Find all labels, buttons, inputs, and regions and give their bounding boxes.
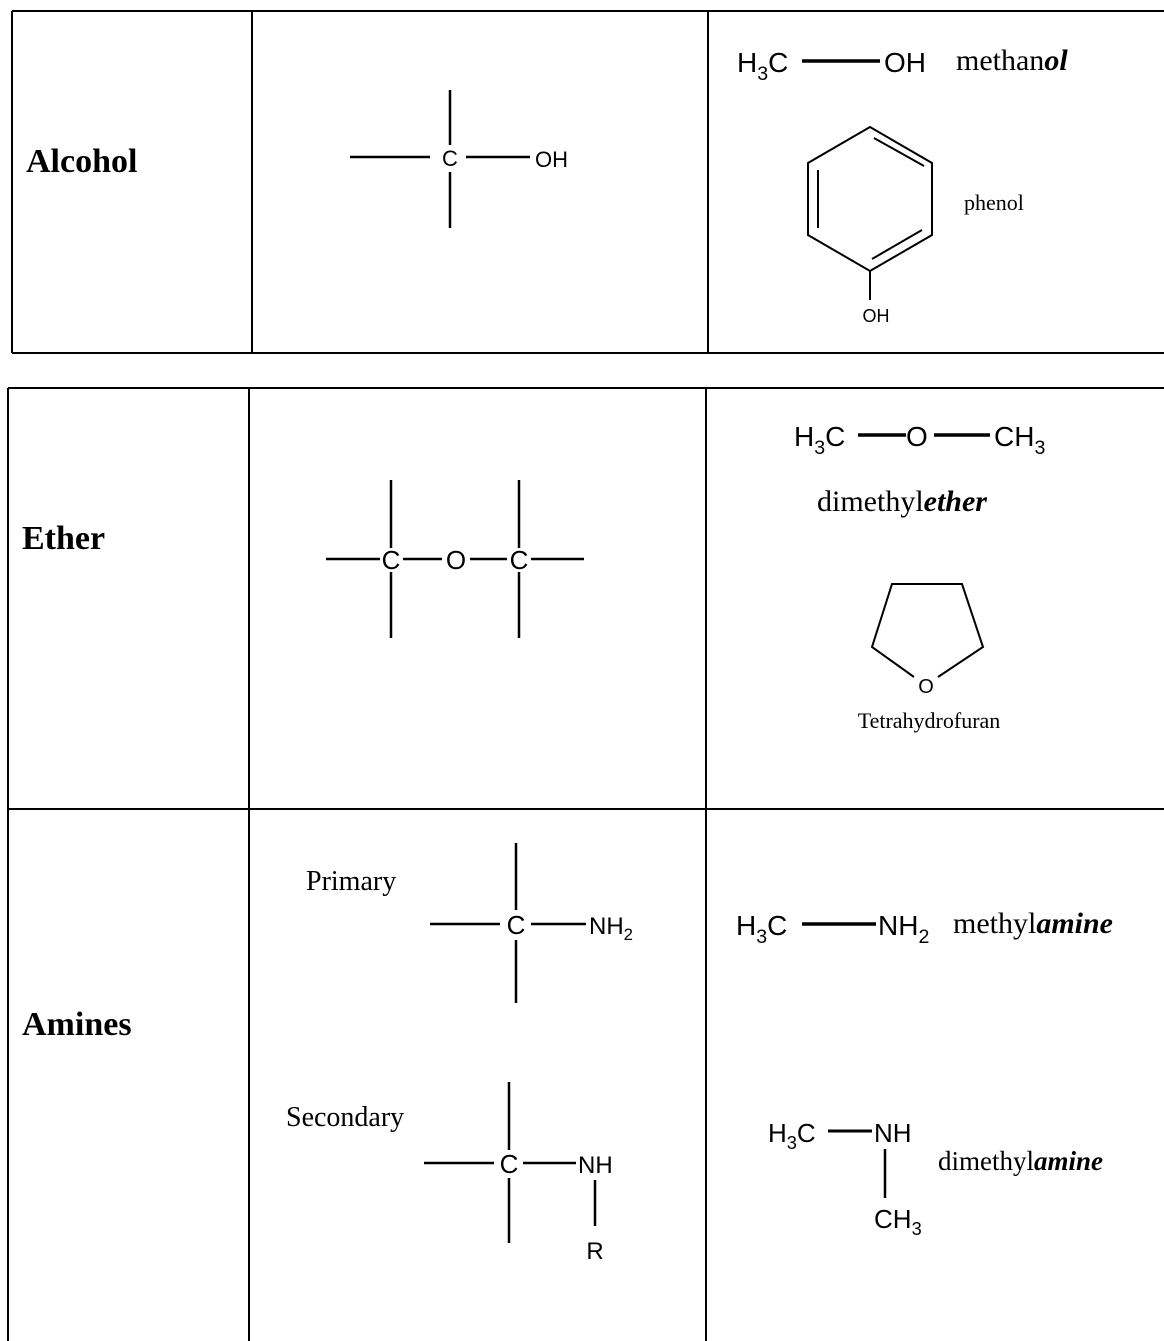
formula-nh: NH xyxy=(874,1118,912,1148)
group-name-ether: Ether xyxy=(22,520,105,557)
compound-name-dimethylether: dimethylether xyxy=(817,485,987,518)
compound-name-dimethylamine: dimethylamine xyxy=(938,1146,1103,1176)
ring-bonds xyxy=(870,583,985,678)
secondary-amine-structure: Secondary C NH R xyxy=(286,1082,613,1265)
formula-nh2: NH2 xyxy=(878,910,929,948)
double-bond-inner xyxy=(873,137,925,167)
atom-group-nh: NH xyxy=(578,1152,613,1179)
phenol-example: OH phenol xyxy=(807,125,1024,326)
alcohol-table xyxy=(11,10,1164,354)
group-name-amines: Amines xyxy=(22,1006,132,1043)
atom-carbon: C xyxy=(382,545,401,575)
atom-carbon: C xyxy=(500,1149,519,1179)
formula-oh: OH xyxy=(884,47,926,78)
formula-h3c: H3C xyxy=(737,47,788,85)
compound-name-tetrahydrofuran: Tetrahydrofuran xyxy=(858,708,1001,733)
label-secondary: Secondary xyxy=(286,1102,404,1133)
group-name-alcohol: Alcohol xyxy=(26,143,137,180)
formula-ch3: CH3 xyxy=(994,421,1045,459)
tetrahydrofuran-example: O Tetrahydrofuran xyxy=(858,583,1001,733)
atom-group-oh: OH xyxy=(535,147,568,172)
substituent-oh: OH xyxy=(863,306,890,326)
atom-carbon: C xyxy=(442,146,458,171)
substituent-r: R xyxy=(586,1238,603,1265)
ether-general-structure: C O C xyxy=(326,480,584,638)
formula-h3c: H3C xyxy=(736,910,787,948)
formula-h3c: H3C xyxy=(768,1118,816,1153)
atom-group-nh2: NH2 xyxy=(589,913,633,944)
atom-carbon: C xyxy=(507,910,526,940)
formula-h3c: H3C xyxy=(794,421,845,459)
dimethyl-ether-example: H3C O CH3 dimethylether xyxy=(794,421,1045,518)
methylamine-example: H3C NH2 methylamine xyxy=(736,907,1113,948)
compound-name-phenol: phenol xyxy=(964,190,1024,215)
alcohol-general-structure: C OH xyxy=(350,90,568,228)
formula-ch3: CH3 xyxy=(874,1204,922,1239)
dimethylamine-example: H3C NH CH3 dimethylamine xyxy=(768,1118,1103,1239)
methanol-example: H3C OH methanol xyxy=(737,44,1068,85)
label-primary: Primary xyxy=(306,866,396,897)
compound-name-methylamine: methylamine xyxy=(953,907,1113,940)
atom-carbon: C xyxy=(510,545,529,575)
double-bond-inner xyxy=(871,229,923,260)
compound-name-methanol: methanol xyxy=(956,44,1068,77)
benzene-ring xyxy=(807,125,933,273)
ether-amine-table xyxy=(7,387,1164,1341)
formula-o: O xyxy=(906,421,928,452)
atom-oxygen: O xyxy=(446,545,466,575)
ring-atom-oxygen: O xyxy=(918,676,934,698)
primary-amine-structure: Primary C NH2 xyxy=(306,843,633,1003)
